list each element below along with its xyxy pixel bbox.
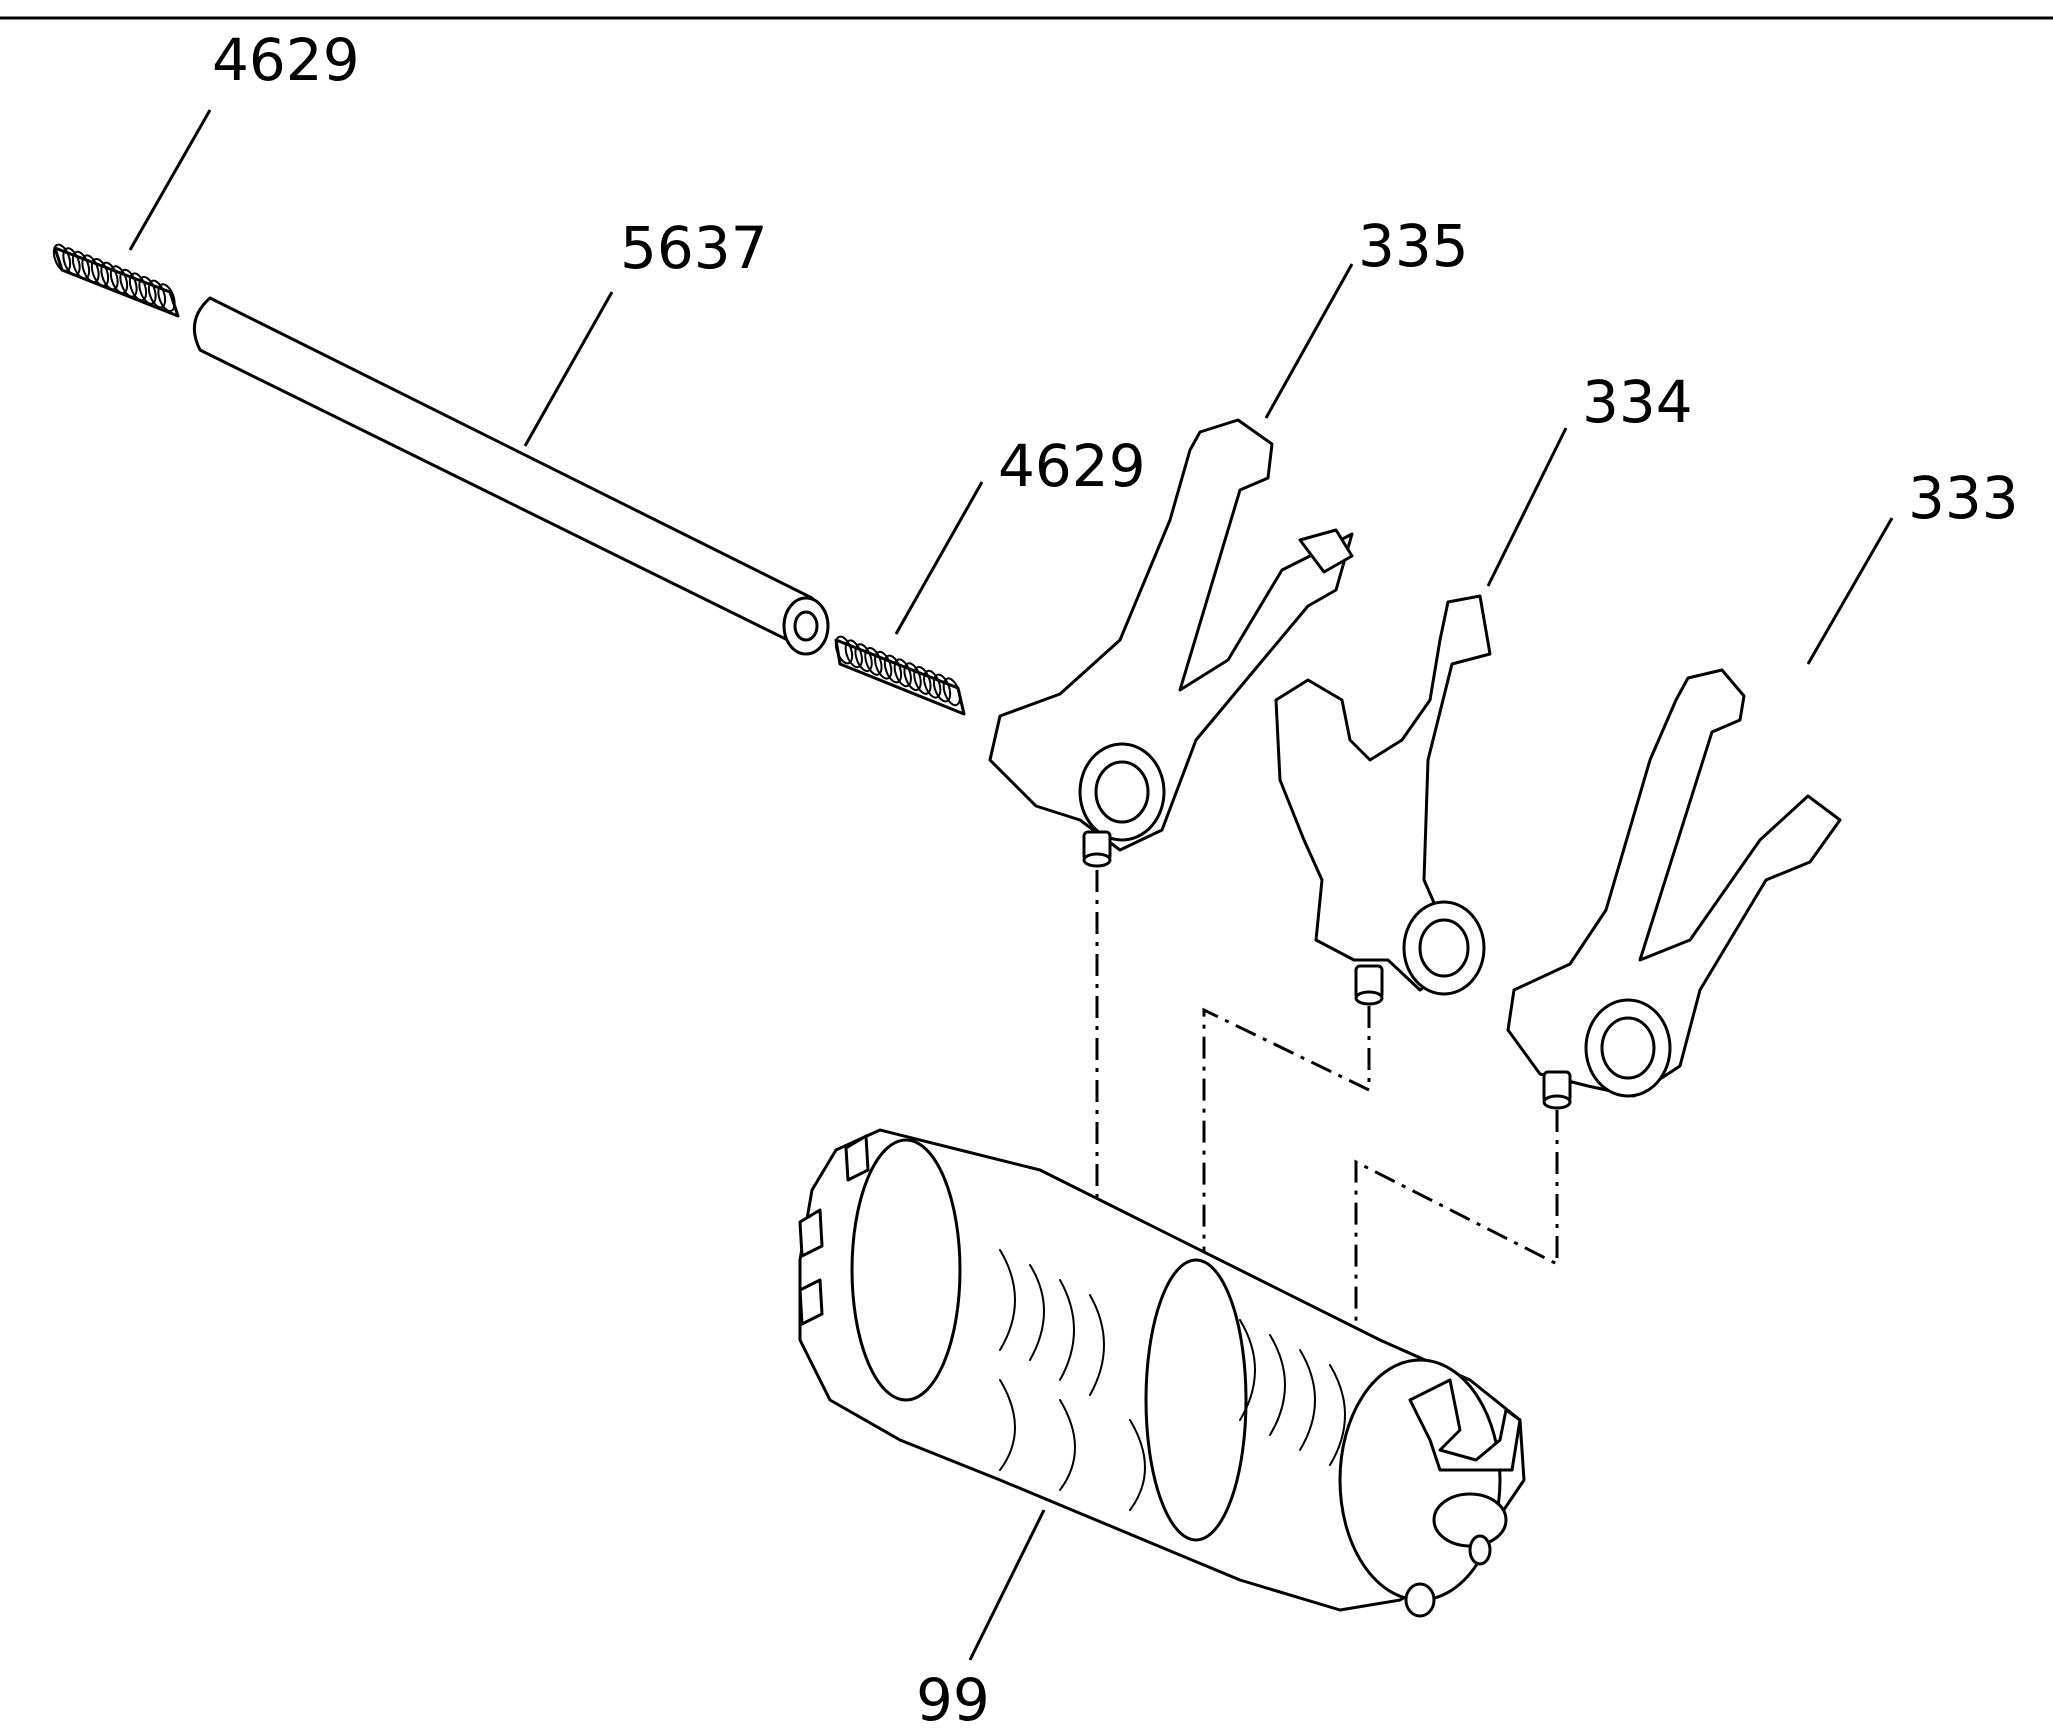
alignment-lines [1095, 870, 1559, 1376]
shift-fork-333-part [1506, 668, 1842, 1110]
leader-lines [128, 109, 1894, 1661]
callout-fork-335: 335 [1358, 212, 1469, 280]
shift-fork-335-part [988, 418, 1354, 868]
spring-mid-part [834, 635, 966, 716]
spring-top-part [52, 243, 180, 318]
callout-shaft: 5637 [620, 214, 768, 282]
shift-drum-part [798, 1128, 1526, 1618]
callout-fork-334: 334 [1582, 368, 1693, 436]
shaft-part [192, 296, 830, 656]
shift-fork-334-part [1274, 594, 1492, 1006]
callout-spring-mid: 4629 [998, 432, 1146, 500]
callout-fork-333: 333 [1908, 464, 2019, 532]
callout-drum: 99 [916, 1666, 990, 1728]
callout-spring-top: 4629 [212, 26, 360, 94]
